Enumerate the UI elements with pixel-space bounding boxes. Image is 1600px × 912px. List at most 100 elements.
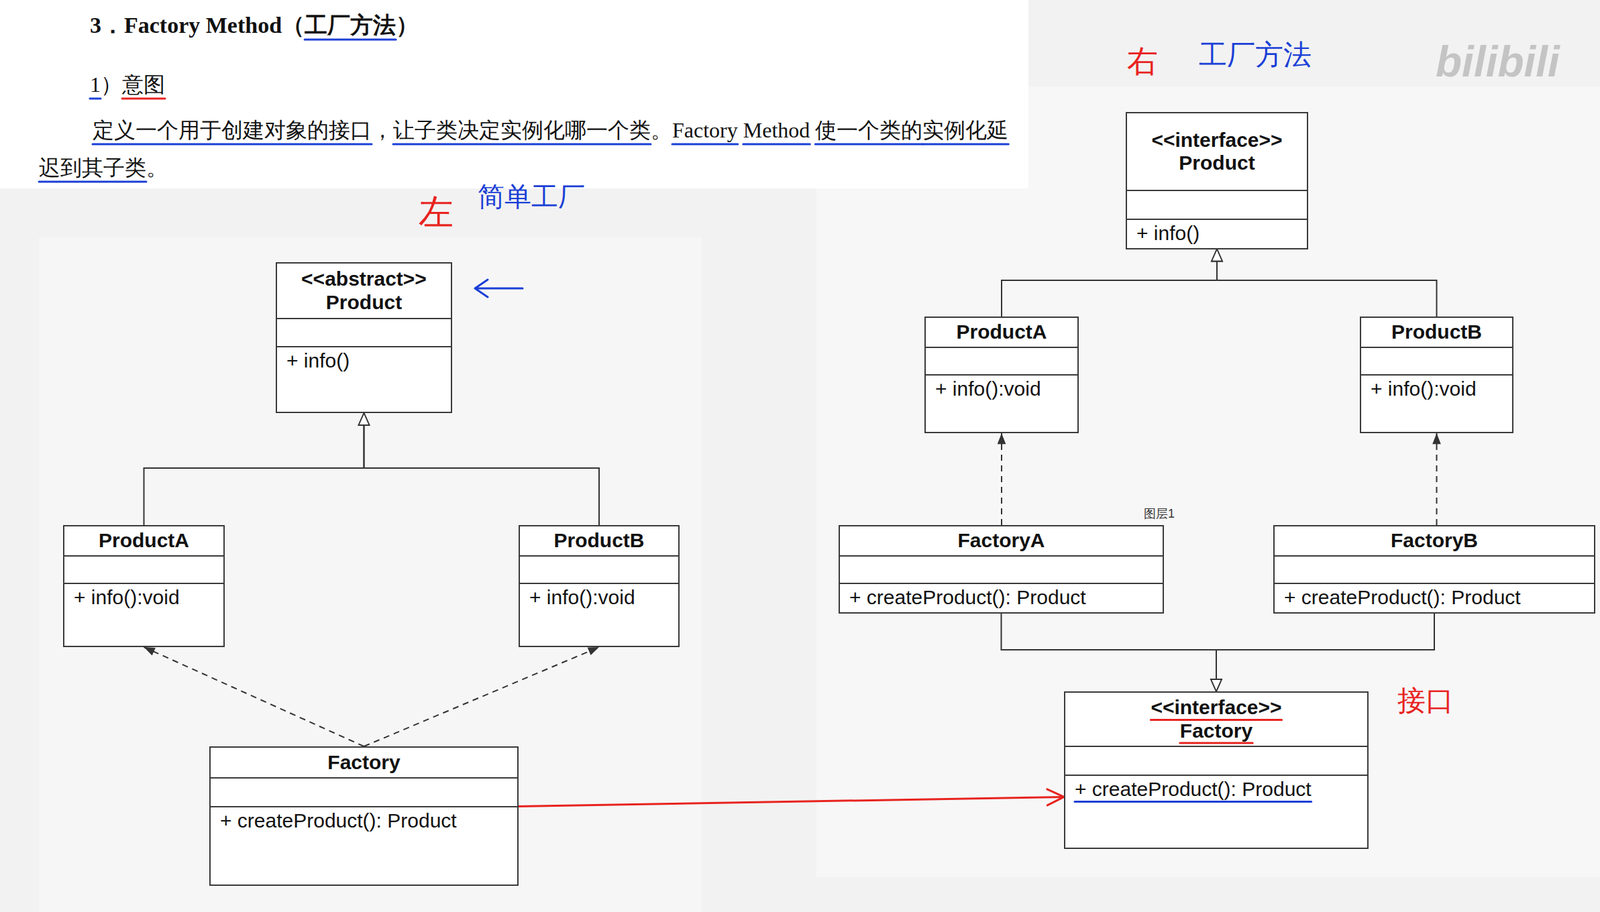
dependency-arrow	[1000, 433, 1003, 526]
class-box: ProductB + info():void	[1359, 316, 1514, 434]
class-box: FactoryB + createProduct(): Product	[1273, 525, 1596, 614]
class-box-fill	[518, 525, 680, 648]
class-name: Product	[1178, 151, 1255, 176]
handwritten-underline	[1180, 742, 1253, 745]
class-name-section: <<interface>>Product	[1127, 113, 1307, 190]
class-box: ProductB + info():void	[518, 525, 680, 648]
class-box-fill	[209, 746, 519, 887]
handwritten-note: 左	[418, 190, 454, 235]
right-diagram-panel	[816, 86, 1600, 878]
class-name-section: ProductB	[519, 526, 679, 556]
method-signature: + info():void	[529, 586, 636, 610]
class-box-fill	[1273, 525, 1596, 614]
class-attribute-section	[277, 317, 451, 347]
handwritten-note: 工厂方法	[1198, 36, 1312, 73]
class-method-section: + info()	[277, 346, 451, 412]
class-attribute-section	[64, 555, 224, 583]
layer-tooltip: 图层1	[1143, 506, 1175, 522]
class-name: ProductB	[554, 529, 645, 553]
text-panel	[0, 0, 1029, 189]
class-attribute-section	[210, 777, 518, 807]
method-signature: + createProduct(): Product	[1074, 778, 1312, 802]
class-attribute-section	[519, 555, 679, 583]
class-attribute-section	[925, 346, 1078, 375]
method-signature: + info()	[1136, 222, 1200, 246]
class-name: Factory	[1180, 719, 1253, 744]
title-anchor: 3．Factory Method（工厂方法）	[89, 10, 419, 40]
label-anchor: bilibili	[1435, 34, 1560, 89]
class-name: FactoryA	[957, 529, 1045, 553]
handwritten-note: 接口	[1397, 682, 1454, 719]
class-method-section: + info():void	[519, 582, 679, 647]
class-method-section: + info():void	[64, 582, 224, 647]
label-anchor: 左	[418, 190, 454, 235]
class-method-section: + createProduct(): Product	[1065, 774, 1368, 848]
class-method-section: + info():void	[925, 374, 1078, 433]
method-signature: + createProduct(): Product	[849, 586, 1087, 610]
method-signature: + info()	[286, 349, 350, 373]
class-name: ProductA	[98, 529, 190, 553]
class-box-fill	[63, 525, 225, 648]
class-method-section: + info():void	[1361, 374, 1513, 433]
handwritten-underlines	[38, 39, 1312, 803]
handwritten-underline	[38, 181, 147, 184]
class-box: <<interface>>Product + info()	[1125, 112, 1309, 250]
handwritten-underline	[92, 143, 372, 146]
dependency-arrow	[1436, 433, 1438, 526]
class-name: ProductA	[956, 320, 1048, 345]
method-signature: + info():void	[73, 586, 180, 610]
class-box: FactoryA + createProduct(): Product	[838, 525, 1164, 614]
class-name-section: FactoryA	[839, 526, 1163, 556]
inheritance-arrow	[1001, 249, 1217, 318]
inheritance-arrow	[1001, 613, 1217, 693]
label-anchor: 1）意图	[89, 71, 166, 98]
class-attribute-section	[1274, 555, 1594, 583]
label-anchor: 右	[1127, 41, 1158, 81]
handwritten-underline	[815, 143, 923, 146]
class-box-fill	[924, 316, 1079, 434]
label-anchor: 接口	[1397, 682, 1454, 719]
class-attribute-section	[1065, 745, 1368, 775]
handwritten-underline	[393, 143, 651, 146]
class-name-section: ProductA	[925, 317, 1078, 347]
class-name: Factory	[327, 751, 400, 775]
label-anchor: 定义一个用于创建对象的接口，让子类决定实例化哪一个类。Factory Metho…	[38, 111, 1029, 187]
class-name: Product	[326, 291, 402, 315]
class-name-section: ProductA	[64, 526, 224, 556]
method-signature: + info():void	[1370, 377, 1477, 402]
inheritance-arrow	[1216, 249, 1437, 318]
class-box: <<interface>>Factory + createProduct(): P…	[1063, 691, 1369, 850]
stereotype-label: <<interface>>	[1151, 128, 1283, 153]
class-name-section: <<interface>>Factory	[1065, 692, 1368, 746]
connectors	[144, 249, 1437, 808]
class-attribute-section	[1361, 346, 1513, 375]
class-attribute-section	[1127, 189, 1307, 219]
class-box-fill	[1063, 691, 1369, 850]
class-method-section: + createProduct(): Product	[1274, 582, 1594, 613]
handwritten-underline	[89, 97, 101, 100]
intent-paragraph: 定义一个用于创建对象的接口，让子类决定实例化哪一个类。Factory Metho…	[38, 111, 1029, 187]
method-signature: + createProduct(): Product	[220, 809, 457, 834]
class-method-section: + createProduct(): Product	[839, 582, 1163, 613]
class-box-fill	[1359, 316, 1514, 434]
handwritten-underline	[122, 97, 166, 100]
class-name: FactoryB	[1390, 529, 1478, 553]
class-box: ProductA + info():void	[63, 525, 225, 648]
title: 3．Factory Method（工厂方法）	[89, 10, 419, 40]
stereotype-label: <<abstract>>	[301, 267, 427, 292]
stereotype-label: <<interface>>	[1150, 696, 1282, 720]
inheritance-arrow	[1216, 613, 1435, 693]
handwritten-arrow	[474, 279, 523, 298]
handwritten-underline	[672, 143, 738, 146]
handwritten-note: 简单工厂	[477, 179, 585, 214]
class-name-section: Factory	[210, 748, 518, 778]
handwritten-underline	[1074, 801, 1312, 804]
class-name-section: ProductB	[1361, 317, 1513, 347]
left-diagram-panel	[38, 237, 702, 912]
class-box: ProductA + info():void	[924, 316, 1079, 434]
label-anchor: 工厂方法	[1198, 36, 1312, 73]
inheritance-arrow	[144, 413, 365, 526]
class-name-section: FactoryB	[1274, 526, 1594, 556]
